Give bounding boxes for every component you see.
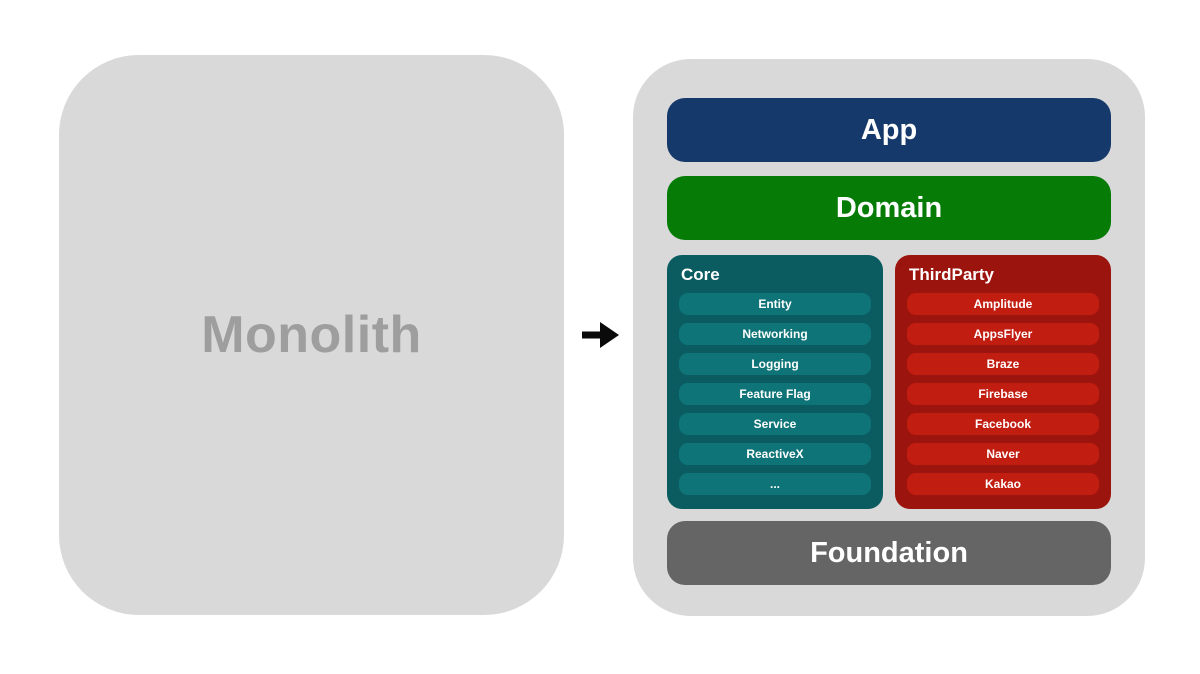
core-module-list: Entity Networking Logging Feature Flag S… bbox=[679, 293, 871, 495]
modular-architecture-container: App Domain Core Entity Networking Loggin… bbox=[633, 59, 1145, 616]
layer-app: App bbox=[667, 98, 1111, 162]
layer-foundation: Foundation bbox=[667, 521, 1111, 585]
thirdparty-sdk-appsflyer: AppsFlyer bbox=[907, 323, 1099, 345]
core-module-entity: Entity bbox=[679, 293, 871, 315]
middle-panels-row: Core Entity Networking Logging Feature F… bbox=[667, 255, 1111, 509]
thirdparty-sdk-kakao: Kakao bbox=[907, 473, 1099, 495]
thirdparty-sdk-amplitude: Amplitude bbox=[907, 293, 1099, 315]
thirdparty-sdk-firebase: Firebase bbox=[907, 383, 1099, 405]
thirdparty-panel-title: ThirdParty bbox=[909, 265, 995, 284]
thirdparty-sdk-list: Amplitude AppsFlyer Braze Firebase Faceb… bbox=[907, 293, 1099, 495]
thirdparty-sdk-facebook: Facebook bbox=[907, 413, 1099, 435]
layer-foundation-label: Foundation bbox=[810, 536, 968, 569]
core-panel: Core Entity Networking Logging Feature F… bbox=[667, 255, 883, 509]
thirdparty-panel: ThirdParty Amplitude AppsFlyer Braze Fir… bbox=[895, 255, 1111, 509]
core-module-logging: Logging bbox=[679, 353, 871, 375]
core-module-more: ... bbox=[679, 473, 871, 495]
thirdparty-sdk-braze: Braze bbox=[907, 353, 1099, 375]
layer-app-label: App bbox=[860, 113, 918, 146]
core-module-reactivex: ReactiveX bbox=[679, 443, 871, 465]
thirdparty-sdk-naver: Naver bbox=[907, 443, 1099, 465]
core-module-feature-flag: Feature Flag bbox=[679, 383, 871, 405]
monolith-box: Monolith bbox=[59, 55, 564, 615]
layer-domain: Domain bbox=[667, 176, 1111, 240]
core-module-networking: Networking bbox=[679, 323, 871, 345]
monolith-label: Monolith bbox=[201, 306, 422, 364]
right-arrow-icon bbox=[582, 322, 619, 348]
layer-domain-label: Domain bbox=[835, 191, 943, 224]
core-module-service: Service bbox=[679, 413, 871, 435]
core-panel-title: Core bbox=[681, 265, 720, 284]
